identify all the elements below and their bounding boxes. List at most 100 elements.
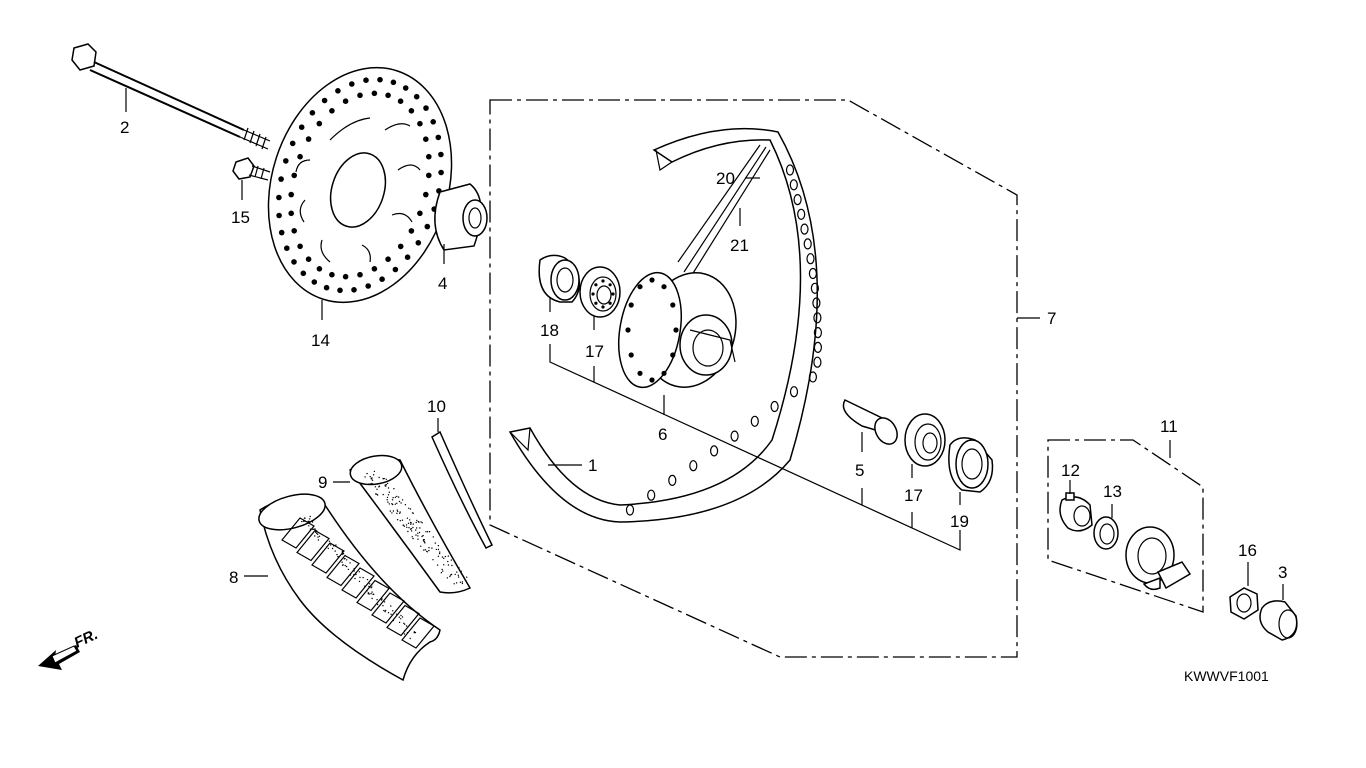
tread-block xyxy=(296,529,330,562)
spoke-hole xyxy=(668,474,677,486)
drill-hole xyxy=(372,474,375,476)
drill-hole xyxy=(435,548,437,551)
drill-hole xyxy=(428,549,430,552)
drill-hole xyxy=(316,532,318,534)
drill-hole xyxy=(400,614,402,617)
drill-hole xyxy=(430,119,437,125)
drill-hole xyxy=(297,243,303,250)
drill-hole xyxy=(437,545,440,547)
drill-hole xyxy=(353,574,355,576)
drill-hole xyxy=(591,292,595,296)
drill-hole xyxy=(594,301,598,305)
disc-bolt xyxy=(232,157,271,181)
spoke-hole xyxy=(808,267,818,280)
drill-hole xyxy=(371,482,373,485)
drill-hole xyxy=(305,256,312,263)
drill-hole xyxy=(371,597,373,600)
drill-hole xyxy=(442,570,444,572)
drill-hole xyxy=(437,555,440,557)
drill-hole xyxy=(396,519,399,521)
drill-hole xyxy=(415,240,422,246)
tread-block xyxy=(386,604,420,637)
drill-hole xyxy=(323,284,330,291)
drill-hole xyxy=(450,573,453,576)
diagram-code: KWWVF1001 xyxy=(1184,668,1269,684)
drill-hole xyxy=(397,243,404,250)
drill-hole xyxy=(409,521,412,524)
direction-arrow-icon xyxy=(38,645,80,670)
drill-hole xyxy=(435,134,442,141)
drill-hole xyxy=(459,581,462,583)
drill-hole xyxy=(424,223,431,230)
drill-hole xyxy=(412,526,414,529)
drill-hole xyxy=(297,153,303,160)
drill-hole xyxy=(415,521,417,524)
callout-7: 7 xyxy=(1047,309,1056,328)
drill-hole xyxy=(405,524,408,526)
drill-hole xyxy=(400,502,402,504)
drill-hole xyxy=(315,529,317,532)
drill-hole xyxy=(365,283,372,289)
tread-block xyxy=(356,579,390,612)
drill-hole xyxy=(377,76,383,83)
drill-hole xyxy=(408,108,415,114)
drill-hole xyxy=(405,625,408,627)
callout-18: 18 xyxy=(540,321,559,340)
drill-hole xyxy=(351,287,357,293)
drill-hole xyxy=(375,493,377,495)
spoke-hole xyxy=(625,504,635,516)
drill-hole xyxy=(457,574,459,576)
drill-hole xyxy=(386,496,389,499)
drill-hole xyxy=(661,284,667,290)
drill-hole xyxy=(342,564,344,566)
drill-hole xyxy=(421,535,423,538)
drill-hole xyxy=(401,616,404,618)
drill-hole xyxy=(278,229,285,236)
drill-hole xyxy=(420,545,422,547)
drill-hole xyxy=(625,327,631,333)
callout-17a: 17 xyxy=(585,342,604,361)
dust-seal-left xyxy=(538,254,581,303)
spoke-hole xyxy=(689,460,698,472)
drill-hole xyxy=(392,266,399,273)
spoke-hole xyxy=(785,164,795,176)
drill-hole xyxy=(284,245,290,251)
drill-hole xyxy=(373,470,376,473)
drill-hole xyxy=(394,496,397,498)
drill-hole xyxy=(334,550,336,552)
drill-hole xyxy=(371,479,374,481)
drill-hole xyxy=(312,528,315,530)
drill-hole xyxy=(453,583,455,585)
spoke-hole xyxy=(750,415,759,427)
drill-hole xyxy=(318,535,321,537)
drill-hole xyxy=(331,547,334,550)
drill-hole xyxy=(410,523,412,525)
drill-hole xyxy=(431,547,433,549)
drill-hole xyxy=(426,531,429,533)
drill-hole xyxy=(387,501,389,503)
drill-hole xyxy=(601,279,605,283)
drill-hole xyxy=(403,525,406,527)
tread-block xyxy=(281,517,315,549)
drill-hole xyxy=(420,521,422,523)
oil-seal xyxy=(1093,516,1119,550)
drill-hole xyxy=(382,605,384,607)
drill-hole xyxy=(456,571,458,573)
drill-hole xyxy=(349,562,351,564)
drill-hole xyxy=(359,576,361,579)
drill-hole xyxy=(399,520,401,522)
spoke-hole xyxy=(812,297,821,309)
drill-hole xyxy=(424,549,427,551)
drill-hole xyxy=(404,623,406,625)
drill-hole xyxy=(366,472,368,475)
rim-band xyxy=(431,430,494,549)
drill-hole xyxy=(392,497,394,499)
drill-hole xyxy=(438,552,441,555)
drill-hole xyxy=(317,536,319,538)
drill-hole xyxy=(303,520,305,523)
drill-hole xyxy=(439,551,441,553)
drill-hole xyxy=(335,544,337,546)
drill-hole xyxy=(458,567,460,569)
drill-hole xyxy=(384,610,386,613)
